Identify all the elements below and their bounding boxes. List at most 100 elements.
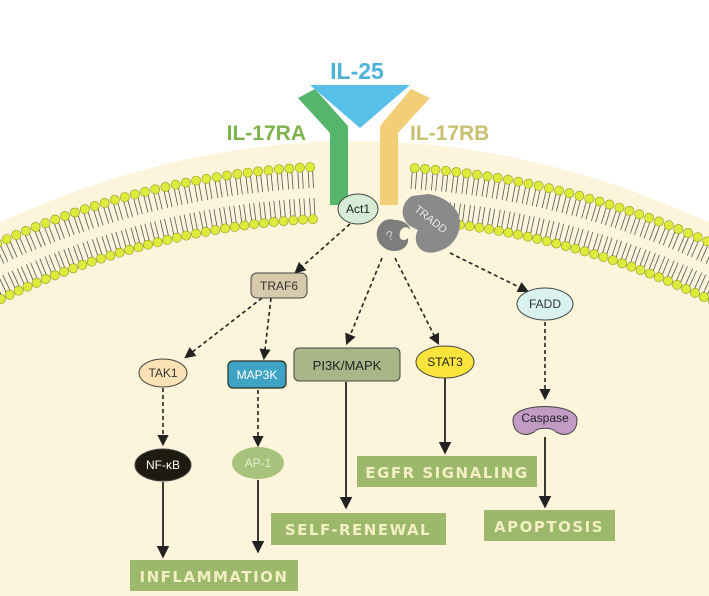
il17ra-label: IL-17RA xyxy=(227,122,306,145)
lipid-head xyxy=(232,169,243,179)
lipid-head xyxy=(242,167,253,178)
lipid-head xyxy=(532,233,543,244)
lipid-head xyxy=(579,246,590,257)
lipid-head xyxy=(49,270,60,281)
traf6-label: TRAF6 xyxy=(260,279,298,293)
lipid-head xyxy=(191,228,201,239)
lipid-head xyxy=(699,292,709,302)
lipid-head xyxy=(472,169,482,180)
lipid-head xyxy=(523,178,534,189)
lipid-head xyxy=(503,227,514,238)
lipid-head xyxy=(239,220,250,231)
ap1-node xyxy=(232,447,284,479)
lipid-head xyxy=(683,228,693,238)
lipid-head xyxy=(663,276,673,286)
lipid-head xyxy=(681,283,691,294)
il17ra-receptor xyxy=(298,89,348,205)
lipid-head xyxy=(220,223,230,234)
lipid-head xyxy=(249,219,260,230)
lipid-head xyxy=(635,265,646,275)
lipid-head xyxy=(160,182,171,192)
il17rb-receptor xyxy=(380,89,430,205)
arrow-tradd-fadd xyxy=(449,252,530,293)
lipid-head xyxy=(99,197,110,208)
self-renewal-label: SELF-RENEWAL xyxy=(285,521,431,539)
lipid-head xyxy=(170,179,181,190)
arrow-traf6-map3k xyxy=(259,297,272,361)
lipid-head xyxy=(541,236,552,246)
lipid-head xyxy=(180,177,191,188)
caspase-label: Caspase xyxy=(521,411,569,425)
lipid-head xyxy=(663,220,674,231)
lipid-head xyxy=(0,294,6,304)
lipid-head xyxy=(79,204,90,215)
lipid-tail xyxy=(705,256,709,264)
lipid-head xyxy=(86,256,97,267)
inflammation-box xyxy=(130,560,298,591)
tak1-node xyxy=(138,358,188,388)
lipid-head xyxy=(409,163,420,173)
lipid-head xyxy=(461,168,472,179)
lipid-head xyxy=(644,268,655,279)
lipid-head xyxy=(288,215,299,226)
lipid-head xyxy=(229,221,240,232)
self-renewal-box xyxy=(271,513,446,545)
arrow-act1-traf6 xyxy=(294,223,351,274)
lipid-head xyxy=(4,289,15,300)
unknown-adaptor-label: ? xyxy=(384,227,396,244)
lipid-head xyxy=(143,239,153,250)
lipid-head xyxy=(533,180,544,191)
lipid-head xyxy=(702,236,709,247)
lipid-head xyxy=(574,190,585,201)
lipid-head xyxy=(484,224,494,235)
lipid-head xyxy=(59,266,69,277)
lipid-head xyxy=(191,175,201,186)
lipid-head xyxy=(114,247,125,258)
lipid-head xyxy=(30,222,41,232)
lipid-head xyxy=(162,234,173,245)
lipid-head xyxy=(278,216,289,226)
nfkb-label: NF-κB xyxy=(146,458,180,472)
ap1-label: AP-1 xyxy=(245,456,272,470)
tak1-label: TAK1 xyxy=(148,366,177,380)
lipid-head xyxy=(430,164,441,175)
lipid-bilayer xyxy=(0,162,709,305)
lipid-head xyxy=(140,186,150,197)
lipid-head xyxy=(654,216,664,227)
inflammation-label: INFLAMMATION xyxy=(140,568,289,586)
arrow-adaptor-pi3k xyxy=(345,257,383,346)
apoptosis-box xyxy=(484,510,615,541)
lipid-head xyxy=(258,218,269,228)
map3k-node xyxy=(227,360,287,389)
solid-arrows xyxy=(156,378,552,559)
lipid-head xyxy=(513,229,523,240)
lipid-head xyxy=(654,272,664,283)
arrow-adaptor-stat3 xyxy=(394,257,440,345)
lipid-head xyxy=(211,172,222,182)
lipid-head xyxy=(307,214,318,224)
lipid-head xyxy=(68,263,79,274)
lipid-head xyxy=(31,277,42,288)
lipid-head xyxy=(544,183,554,194)
lipid-head xyxy=(608,255,618,266)
lipid-head xyxy=(119,192,130,202)
pi3k-mapk-node xyxy=(293,347,401,382)
dashed-arrows xyxy=(157,223,551,448)
lipid-head xyxy=(89,201,100,211)
lipid-head xyxy=(20,225,31,236)
lipid-head xyxy=(40,274,51,284)
lipid-tail xyxy=(0,253,5,264)
caspase-node xyxy=(512,406,578,435)
lipid-head xyxy=(644,212,654,223)
nfkb-node xyxy=(134,448,192,482)
lipid-head xyxy=(634,209,645,220)
lipid-head xyxy=(222,170,232,181)
lipid-head xyxy=(298,214,308,225)
lipid-head xyxy=(551,238,562,249)
act1-node xyxy=(337,193,379,225)
lipid-head xyxy=(626,261,637,272)
lipid-head xyxy=(294,162,305,173)
lipid-head xyxy=(133,242,144,253)
lipid-head xyxy=(598,252,609,262)
stat3-label: STAT3 xyxy=(427,355,463,369)
